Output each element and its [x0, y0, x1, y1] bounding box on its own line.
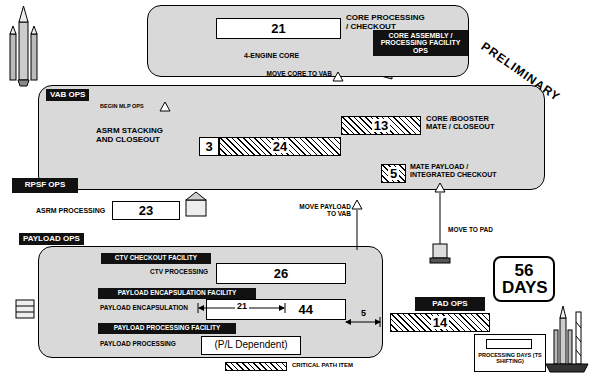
day-count: 13 — [372, 119, 390, 133]
facility-label: PAYLOAD PROCESSING FACILITY — [98, 323, 236, 334]
step-label: MATE PAYLOAD / INTEGRATED CHECKOUT — [410, 163, 500, 178]
day-count: 5 — [388, 167, 399, 181]
step-label: ASRM PROCESSING — [36, 207, 105, 215]
legend-text: PROCESSING DAYS (TS SHIFTING) — [476, 352, 544, 364]
duration-bar: 3 — [199, 137, 219, 156]
dimension-label: 21 — [235, 302, 249, 312]
processing-days-swatch — [486, 339, 532, 349]
duration-bar: 23 — [112, 201, 180, 220]
day-count: 26 — [272, 267, 290, 281]
watermark: PRELIMINARY — [478, 40, 562, 104]
day-count: (P/L Dependent) — [212, 340, 289, 351]
milestone-label: MOVE PAYLOAD TO VAB — [291, 203, 351, 217]
milestone-label: MOVE CORE TO VAB — [232, 70, 332, 77]
milestone-label: BEGIN MLP OPS — [100, 103, 144, 109]
facility-name: RPSF OPS — [22, 181, 68, 189]
ops-region: PAYLOAD OPSCTV CHECKOUT FACILITY26PAYLOA… — [38, 246, 383, 358]
critical-bar: 24 — [219, 137, 341, 156]
ops-heading: PAYLOAD OPS — [19, 233, 84, 245]
step-label: ASRM STACKING AND CLOSEOUT — [96, 127, 180, 145]
milestone-label: MOVE TO PAD — [448, 226, 493, 233]
facility-name: PAYLOAD PROCESSING FACILITY — [111, 325, 224, 332]
legend-text: CRITICAL PATH ITEM — [292, 362, 353, 369]
total-days-box: 56 DAYS — [493, 256, 555, 302]
duration-bar: 21 — [216, 18, 341, 39]
step-label: PAYLOAD ENCAPSULATION — [100, 304, 188, 311]
day-count: 3 — [203, 140, 214, 154]
part-label: 4-ENGINE CORE — [244, 52, 299, 60]
ops-label: PAD OPS — [415, 297, 485, 311]
dimension-label: 5 — [359, 309, 368, 319]
day-count: 44 — [297, 303, 315, 317]
ops-label: RPSF OPS — [12, 178, 78, 193]
ops-heading: CORE ASSEMBLY / PROCESSING FACILITY OPS — [373, 30, 468, 56]
duration-bar: (P/L Dependent) — [201, 336, 301, 355]
facility-name: PAYLOAD ENCAPSULATION FACILITY — [115, 290, 240, 297]
facility-name: PAD OPS — [429, 300, 470, 308]
duration-bar: 26 — [216, 263, 346, 284]
step-label: PAYLOAD PROCESSING — [100, 340, 176, 347]
facility-name: CTV CHECKOUT FACILITY — [112, 255, 200, 262]
step-label: CORE PROCESSING / CHECKOUT — [346, 14, 428, 32]
facility-label: CTV CHECKOUT FACILITY — [101, 253, 211, 264]
step-label: CORE /BOOSTER MATE / CLOSEOUT — [426, 115, 506, 132]
day-count: 14 — [431, 316, 449, 330]
ops-heading: VAB OPS — [46, 89, 89, 101]
facility-label: PAYLOAD ENCAPSULATION FACILITY — [98, 288, 256, 299]
day-count: 21 — [269, 22, 287, 36]
day-count: 24 — [271, 140, 289, 154]
duration-bar: 44 — [206, 299, 346, 320]
step-label: CTV PROCESSING — [150, 268, 208, 275]
critical-bar: 14 — [390, 313, 490, 332]
day-count: 23 — [137, 204, 155, 218]
critical-path-swatch — [225, 362, 287, 371]
total-days: 56 DAYS — [502, 262, 546, 296]
critical-bar: 5 — [381, 164, 406, 183]
critical-bar: 13 — [341, 116, 421, 135]
